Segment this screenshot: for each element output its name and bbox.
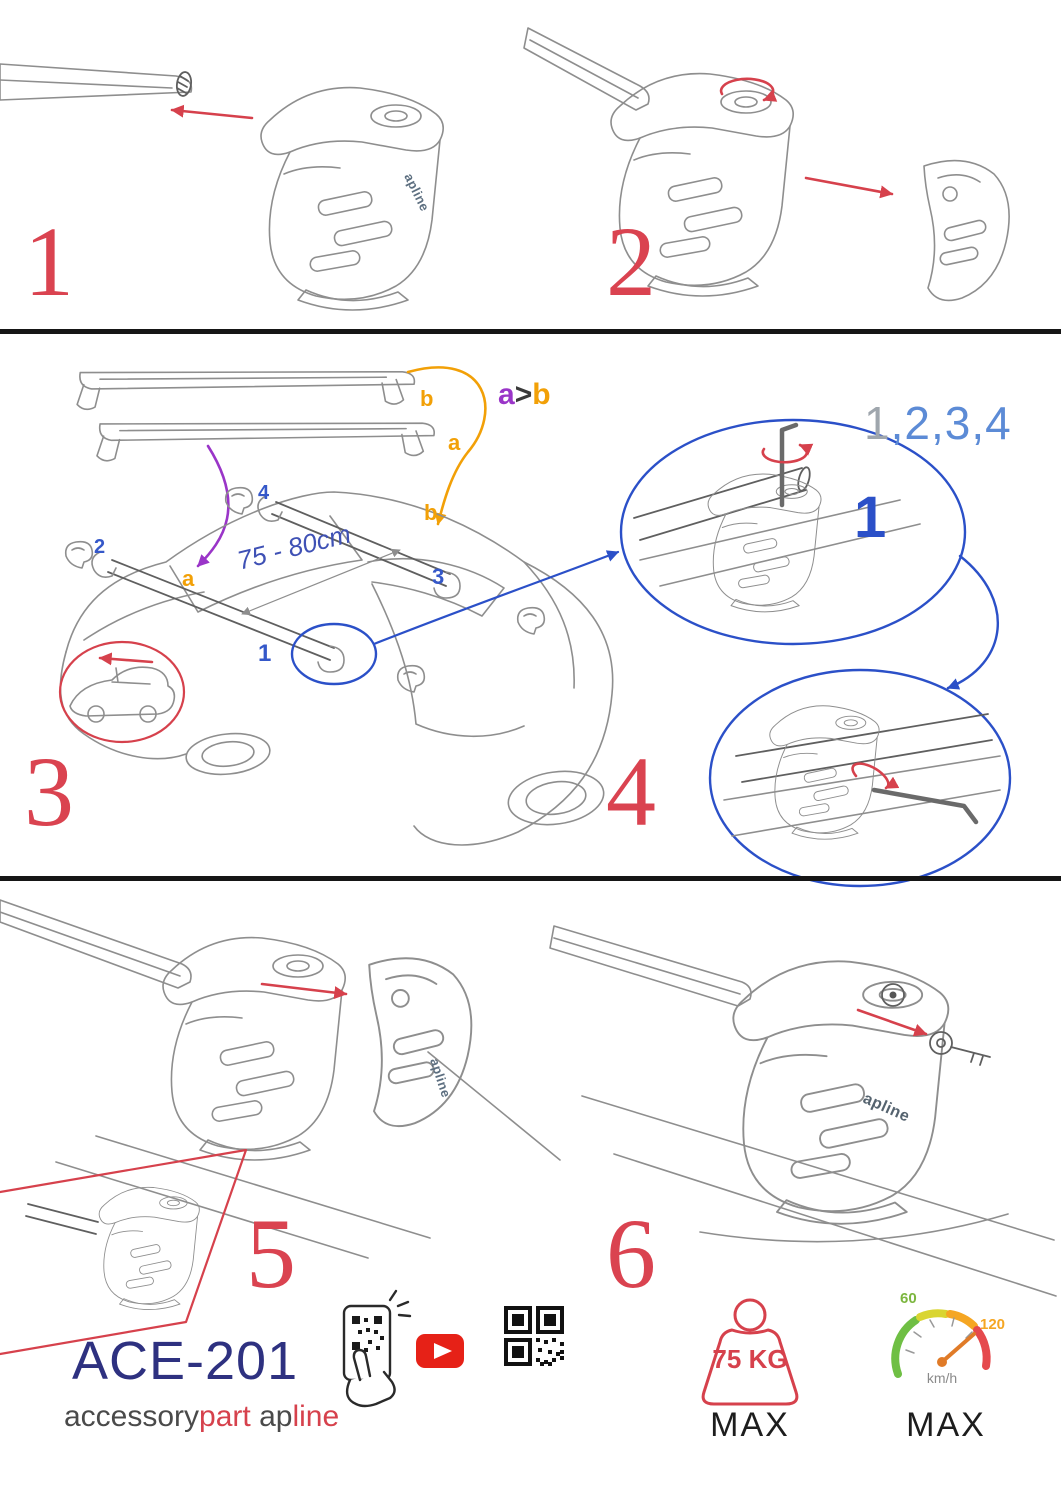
brand-name: accessorypart apline <box>64 1400 339 1434</box>
step-3-number: 3 <box>24 736 74 847</box>
speed-120-label: 120 <box>980 1316 1006 1333</box>
roof-position-2-label: 2 <box>94 536 106 558</box>
speed-60-label: 60 <box>900 1290 917 1307</box>
brand-part: part <box>199 1400 251 1433</box>
stacked-bar-b-label: b <box>420 386 434 411</box>
insert-key-arrow <box>856 1008 928 1037</box>
step6-illustration: apline <box>549 925 1057 1297</box>
roof-bar-b-label: b <box>424 500 438 525</box>
brand-accessory: accessory <box>64 1400 200 1433</box>
detail-region-circle <box>290 622 378 686</box>
speed-unit-label: km/h <box>926 1370 958 1386</box>
tighten-arrow-1 <box>761 443 814 464</box>
step3-illustration <box>58 359 620 846</box>
stacked-bar-a-label: a <box>448 430 461 455</box>
detail-region-frame <box>0 1148 248 1356</box>
callout-connector <box>946 554 1000 690</box>
step-5-number: 5 <box>246 1198 296 1309</box>
product-model: ACE-201 <box>72 1331 299 1391</box>
distance-arrow <box>241 548 401 616</box>
max-weight-value: 75 KG <box>712 1344 788 1374</box>
car-direction-inset <box>58 640 186 744</box>
sequence-first: 1 <box>864 397 891 449</box>
compare-b-label: b <box>532 378 551 411</box>
apline-logo-step1: apline <box>401 171 432 214</box>
max-weight-label: MAX <box>710 1406 790 1444</box>
max-weight-icon <box>701 1298 799 1406</box>
roof-bar-a-label: a <box>182 566 195 591</box>
allen-key-horizontal <box>871 787 979 825</box>
section-divider-2 <box>0 876 1061 881</box>
bar-b-position-arrow <box>406 366 487 526</box>
speedometer-icon <box>891 1309 991 1378</box>
brand-ap: ap <box>259 1400 293 1433</box>
insert-bar-arrow <box>170 104 254 120</box>
step-6-number: 6 <box>606 1198 656 1309</box>
step-2-number: 2 <box>606 206 656 317</box>
max-speed-label: MAX <box>906 1406 986 1444</box>
bar-a-position-arrow <box>196 444 230 568</box>
step4-illustration <box>619 418 1012 888</box>
detail-leader-line <box>372 550 620 646</box>
bar-order-note: a>b <box>498 378 551 412</box>
step-4-number: 4 <box>606 736 656 847</box>
roof-position-3-label: 3 <box>432 564 445 589</box>
speedometer-needle <box>940 1332 976 1364</box>
turn-knob-arrow <box>719 77 778 102</box>
qr-code-icon <box>504 1306 564 1366</box>
brand-line: line <box>292 1400 340 1433</box>
section-divider-1 <box>0 329 1061 334</box>
youtube-icon <box>416 1334 464 1368</box>
crossbar-a <box>95 411 436 473</box>
apline-logo-step6: apline <box>860 1090 912 1126</box>
sequence-rest: ,2,3,4 <box>890 397 1012 449</box>
fit-cover-arrow <box>260 982 348 1000</box>
lock-cylinder <box>881 983 905 1007</box>
roof-position-1-label: 1 <box>258 640 272 667</box>
compare-gt-label: > <box>514 378 533 411</box>
callout-circle-2 <box>708 668 1012 888</box>
roof-position-4-label: 4 <box>258 482 270 504</box>
callout-circle-1 <box>619 418 967 646</box>
scan-phone-icon <box>342 1289 412 1408</box>
front-direction-arrow <box>98 652 154 666</box>
attach-cover-arrow <box>804 176 894 199</box>
step2-illustration <box>523 27 1010 302</box>
allen-key-vertical <box>779 422 799 508</box>
key-icon <box>929 1031 991 1066</box>
crossbar-b <box>76 359 416 422</box>
tightening-sequence-label: 1,2,3,4 <box>864 396 1012 450</box>
callout-1-label: 1 <box>854 485 887 550</box>
compare-a-label: a <box>498 378 515 411</box>
step-1-number: 1 <box>24 206 74 317</box>
tighten-arrow-2 <box>851 762 900 790</box>
